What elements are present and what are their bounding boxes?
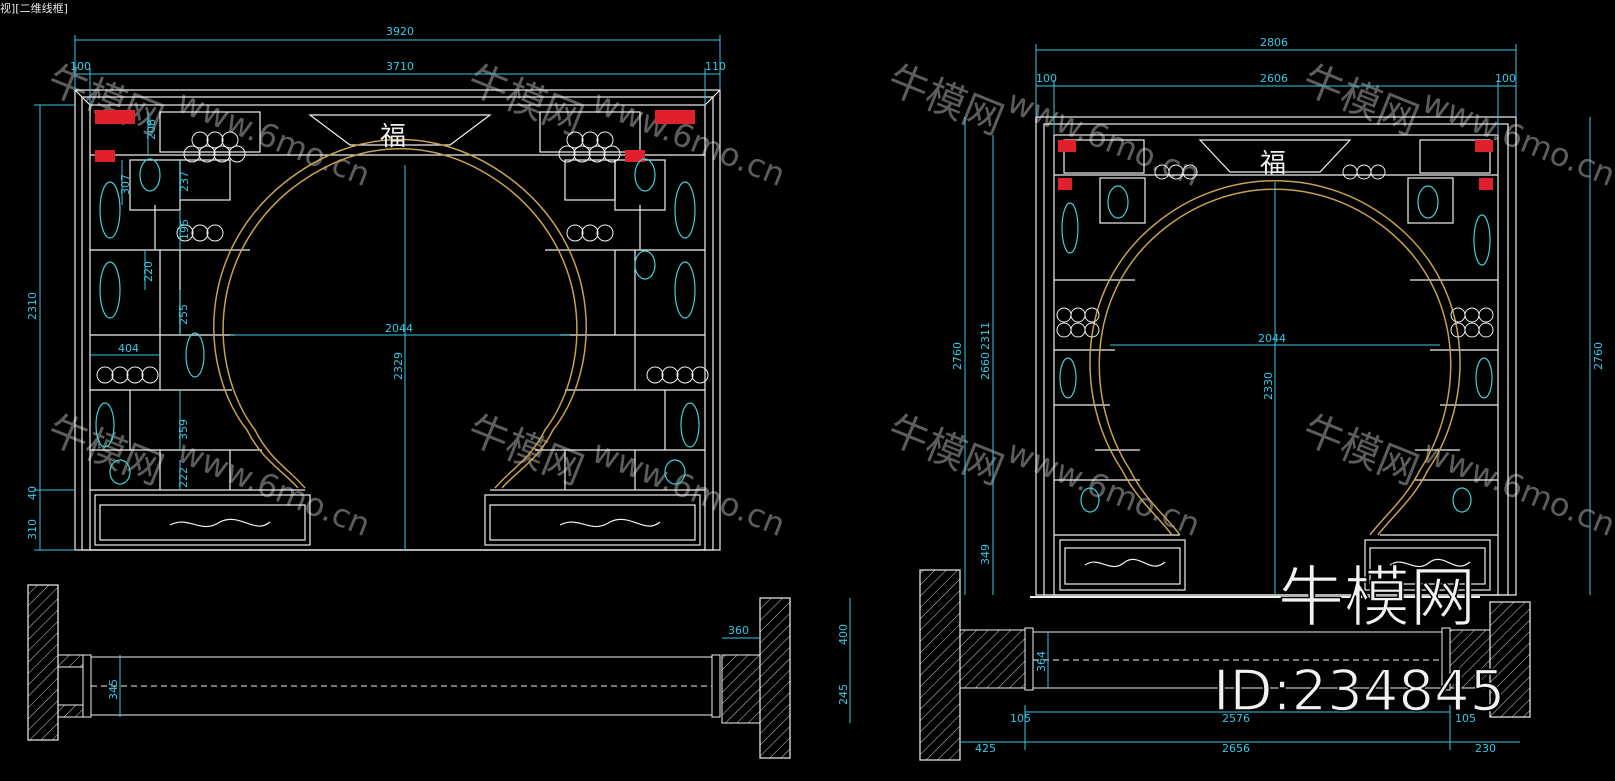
viewport-label: 视][二维线框] <box>0 2 68 15</box>
frame-inner <box>1043 123 1509 596</box>
watermark-url: www.6mo.cn <box>1002 432 1206 544</box>
dim-2329: 2329 <box>392 352 405 380</box>
vase-icon <box>95 158 700 485</box>
plates-icon <box>96 131 709 384</box>
dim-364: 364 <box>1035 651 1048 672</box>
dim-2330: 2330 <box>1262 372 1275 400</box>
dim-400: 400 <box>837 624 850 645</box>
plates-icon <box>1056 164 1494 338</box>
dim-2660: 2660 <box>979 352 992 380</box>
right-elevation-dimensions <box>964 44 1591 595</box>
dim-2806: 2806 <box>1260 36 1288 49</box>
dim-208: 208 <box>145 119 158 140</box>
carving-ornament <box>1084 559 1166 568</box>
vase-icon <box>1059 185 1493 513</box>
watermark-cn: 牛模网 <box>461 57 589 145</box>
dim-2656: 2656 <box>1222 742 1250 755</box>
right-elevation <box>1030 116 1517 598</box>
dim-3920: 3920 <box>386 25 414 38</box>
wall-section-left <box>27 584 59 741</box>
dim-222: 222 <box>177 467 190 488</box>
dim-100-left: 100 <box>1036 72 1057 85</box>
frame-inner2 <box>89 104 706 551</box>
watermark-layer: 牛模网 www.6mo.cn 牛模网 www.6mo.cn 牛模网 www.6m… <box>41 57 1615 544</box>
fu-character-icon: 福 <box>380 122 406 152</box>
dim-2760-left: 2760 <box>951 342 964 370</box>
watermark-cn: 牛模网 <box>1296 57 1424 145</box>
watermark-cn: 牛模网 <box>881 407 1009 495</box>
red-ornament <box>1058 140 1076 152</box>
dim-110: 110 <box>705 60 726 73</box>
dim-2311: 2311 <box>979 322 992 350</box>
wall-section-left <box>919 569 961 761</box>
right-plan: 364 105 2576 105 425 2656 230 <box>919 569 1531 761</box>
carving-ornament <box>169 518 271 528</box>
dim-3710: 3710 <box>386 60 414 73</box>
dim-245: 245 <box>837 684 850 705</box>
carving-ornament <box>1389 559 1471 568</box>
dim-359: 359 <box>177 419 190 440</box>
watermark-url: www.6mo.cn <box>1002 82 1206 194</box>
watermark-url: www.6mo.cn <box>172 432 376 544</box>
watermark-url: www.6mo.cn <box>587 82 791 194</box>
dim-2310: 2310 <box>26 292 39 320</box>
dim-307: 307 <box>119 174 132 195</box>
dim-40: 40 <box>26 486 39 500</box>
dim-404: 404 <box>118 342 139 355</box>
red-ornament <box>1475 140 1493 152</box>
dim-195: 195 <box>178 219 191 240</box>
red-ornament <box>1058 178 1072 190</box>
dim-360: 360 <box>728 624 749 637</box>
watermark-cn: 牛模网 <box>881 57 1009 145</box>
dim-105-right: 105 <box>1455 712 1476 725</box>
red-ornament <box>655 110 695 124</box>
dim-220: 220 <box>142 261 155 282</box>
brand-watermark: 牛模网 ID:234845 <box>1212 558 1506 725</box>
wall-section-right <box>759 597 791 759</box>
red-ornament <box>95 150 115 162</box>
frame-inner2 <box>1053 134 1499 596</box>
dim-2760-right: 2760 <box>1592 342 1605 370</box>
red-ornament <box>625 150 645 162</box>
red-ornament <box>95 110 135 124</box>
dim-230: 230 <box>1475 742 1496 755</box>
dim-105-left: 105 <box>1010 712 1031 725</box>
left-elevation-dimensions <box>34 35 721 551</box>
fu-character-icon: 福 <box>1260 149 1286 179</box>
right-elevation-dimension-labels: 2806 2606 100 100 2760 2660 2311 349 204… <box>951 36 1605 565</box>
dim-100-right: 100 <box>1495 72 1516 85</box>
right-ornaments: 福 <box>1056 140 1494 568</box>
dim-2044: 2044 <box>385 322 413 335</box>
left-ornaments: 福 <box>95 110 709 528</box>
dim-2606: 2606 <box>1260 72 1288 85</box>
watermark-cn: 牛模网 <box>1296 407 1424 495</box>
dim-349: 349 <box>979 544 992 565</box>
left-elevation <box>74 89 721 551</box>
dim-237: 237 <box>178 171 191 192</box>
watermark-url: www.6mo.cn <box>587 432 791 544</box>
left-plan: 360 400 245 345 <box>27 584 851 759</box>
wall-section-right <box>1489 601 1531 718</box>
carving-ornament <box>559 518 661 528</box>
dim-2576: 2576 <box>1222 712 1250 725</box>
dim-345: 345 <box>107 679 120 700</box>
dim-255: 255 <box>177 304 190 325</box>
dim-310: 310 <box>26 519 39 540</box>
dim-100: 100 <box>70 60 91 73</box>
red-ornament <box>1479 178 1493 190</box>
brand-logo: 牛模网 <box>1278 559 1476 636</box>
dim-2044: 2044 <box>1258 332 1286 345</box>
model-id: ID:234845 <box>1213 659 1505 724</box>
dim-425: 425 <box>975 742 996 755</box>
left-elevation-dimension-labels: 3920 3710 100 110 2310 40 310 2044 2329 … <box>26 25 726 540</box>
left-arch <box>213 138 587 489</box>
watermark-url: www.6mo.cn <box>172 82 376 194</box>
